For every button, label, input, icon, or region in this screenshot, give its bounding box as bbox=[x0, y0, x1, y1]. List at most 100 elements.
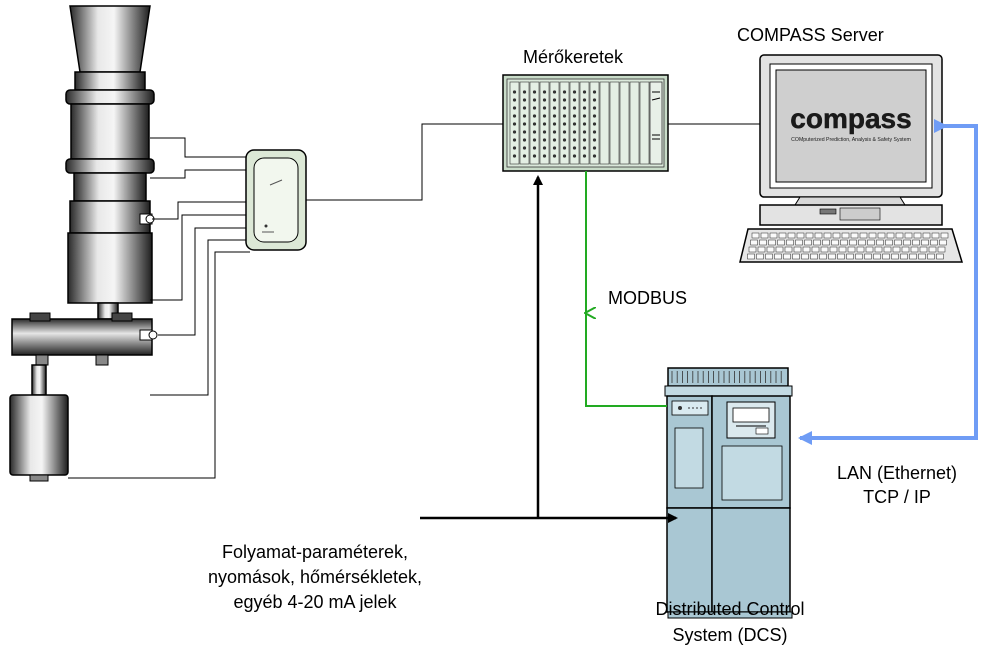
keyboard-key bbox=[750, 239, 758, 246]
rack-connector bbox=[512, 122, 517, 126]
keyboard-key bbox=[796, 232, 805, 239]
keyboard-key bbox=[850, 232, 859, 239]
screen-tagline: COMputerized Prediction, Analysis & Safe… bbox=[791, 137, 911, 143]
keyboard-key bbox=[822, 239, 830, 246]
dcs-cabinet bbox=[664, 367, 793, 619]
keyboard-key bbox=[759, 239, 767, 246]
keyboard-key bbox=[855, 253, 863, 260]
keyboard-key bbox=[903, 239, 911, 246]
keyboard-key bbox=[813, 239, 821, 246]
rack-connector bbox=[532, 90, 537, 94]
keyboard-key bbox=[928, 246, 937, 253]
dcs-label-line2: System (DCS) bbox=[672, 625, 788, 645]
process-label-line1: Folyamat-paraméterek, bbox=[221, 542, 409, 562]
rack-connector bbox=[562, 98, 567, 102]
keyboard-key bbox=[795, 239, 803, 246]
rack-connector bbox=[532, 106, 537, 110]
rack-connector bbox=[562, 138, 567, 142]
rack-connector bbox=[522, 122, 527, 126]
rack-connector bbox=[512, 138, 517, 142]
keyboard-key bbox=[801, 253, 809, 260]
rack-connector bbox=[532, 138, 537, 142]
rack-connector bbox=[562, 146, 567, 150]
keyboard-key bbox=[774, 253, 782, 260]
keyboard-key bbox=[768, 239, 776, 246]
server-label: COMPASS Server bbox=[737, 25, 884, 45]
rack-connector bbox=[572, 146, 577, 150]
keyboard-key bbox=[904, 232, 913, 239]
keyboard-key bbox=[819, 253, 827, 260]
keyboard-key bbox=[837, 253, 845, 260]
rack-connector bbox=[512, 106, 517, 110]
keyboard-key bbox=[846, 253, 854, 260]
rack-connector bbox=[582, 122, 587, 126]
rack-connector bbox=[532, 98, 537, 102]
rack-connector bbox=[592, 130, 597, 134]
keyboard-key bbox=[840, 239, 848, 246]
rack-connector bbox=[552, 114, 557, 118]
keyboard-key bbox=[783, 253, 791, 260]
keyboard-key bbox=[892, 246, 901, 253]
process-label-line2: nyomások, hőmérsékletek, bbox=[207, 567, 423, 587]
rack-connector bbox=[512, 114, 517, 118]
rack-connector bbox=[522, 90, 527, 94]
keyboard-key bbox=[937, 246, 946, 253]
rack-connector bbox=[542, 130, 547, 134]
rack-connector bbox=[572, 138, 577, 142]
rack-connector bbox=[552, 130, 557, 134]
rack-connector bbox=[572, 106, 577, 110]
rack-connector bbox=[542, 106, 547, 110]
rack-connector bbox=[582, 90, 587, 94]
keyboard-key bbox=[900, 253, 908, 260]
rack-label: Mérőkeretek bbox=[523, 47, 624, 67]
keyboard-key bbox=[747, 253, 755, 260]
keyboard-key bbox=[820, 246, 829, 253]
keyboard-key bbox=[883, 246, 892, 253]
keyboard-key bbox=[804, 239, 812, 246]
rack-connector bbox=[552, 146, 557, 150]
keyboard-key bbox=[823, 232, 832, 239]
keyboard-key bbox=[873, 253, 881, 260]
keyboard-key bbox=[811, 246, 820, 253]
rack-connector bbox=[542, 146, 547, 150]
rack-connector bbox=[542, 122, 547, 126]
junction-box bbox=[245, 149, 307, 251]
keyboard-key bbox=[748, 246, 757, 253]
keyboard-key bbox=[849, 239, 857, 246]
keyboard-key bbox=[901, 246, 910, 253]
keyboard-key bbox=[787, 232, 796, 239]
keyboard-key bbox=[913, 232, 922, 239]
keyboard-key bbox=[864, 253, 872, 260]
rack-module bbox=[599, 81, 610, 165]
rack-connector bbox=[552, 154, 557, 158]
rack-connector bbox=[522, 154, 527, 158]
keyboard-key bbox=[859, 232, 868, 239]
keyboard-key bbox=[885, 239, 893, 246]
screen-logo: compass bbox=[790, 103, 911, 134]
rack-connector bbox=[552, 90, 557, 94]
rack-connector bbox=[522, 130, 527, 134]
junction-to-rack-cable bbox=[306, 123, 505, 201]
rack-module bbox=[619, 81, 630, 165]
rack-connector bbox=[532, 114, 537, 118]
rack-connector bbox=[582, 106, 587, 110]
keyboard-key bbox=[886, 232, 895, 239]
keyboard-key bbox=[891, 253, 899, 260]
rack-connector bbox=[522, 138, 527, 142]
measurement-rack bbox=[502, 74, 669, 172]
rack-connector bbox=[562, 130, 567, 134]
keyboard-key bbox=[918, 253, 926, 260]
keyboard-key bbox=[874, 246, 883, 253]
rack-connector bbox=[582, 114, 587, 118]
keyboard-key bbox=[805, 232, 814, 239]
compass-server: compass COMputerized Prediction, Analysi… bbox=[739, 54, 964, 263]
rack-connector bbox=[542, 98, 547, 102]
keyboard-key bbox=[778, 232, 787, 239]
keyboard-key bbox=[786, 239, 794, 246]
rack-connector bbox=[542, 138, 547, 142]
rack-connector bbox=[512, 98, 517, 102]
keyboard-key bbox=[832, 232, 841, 239]
keyboard-key bbox=[909, 253, 917, 260]
keyboard-key bbox=[765, 253, 773, 260]
keyboard-key bbox=[856, 246, 865, 253]
